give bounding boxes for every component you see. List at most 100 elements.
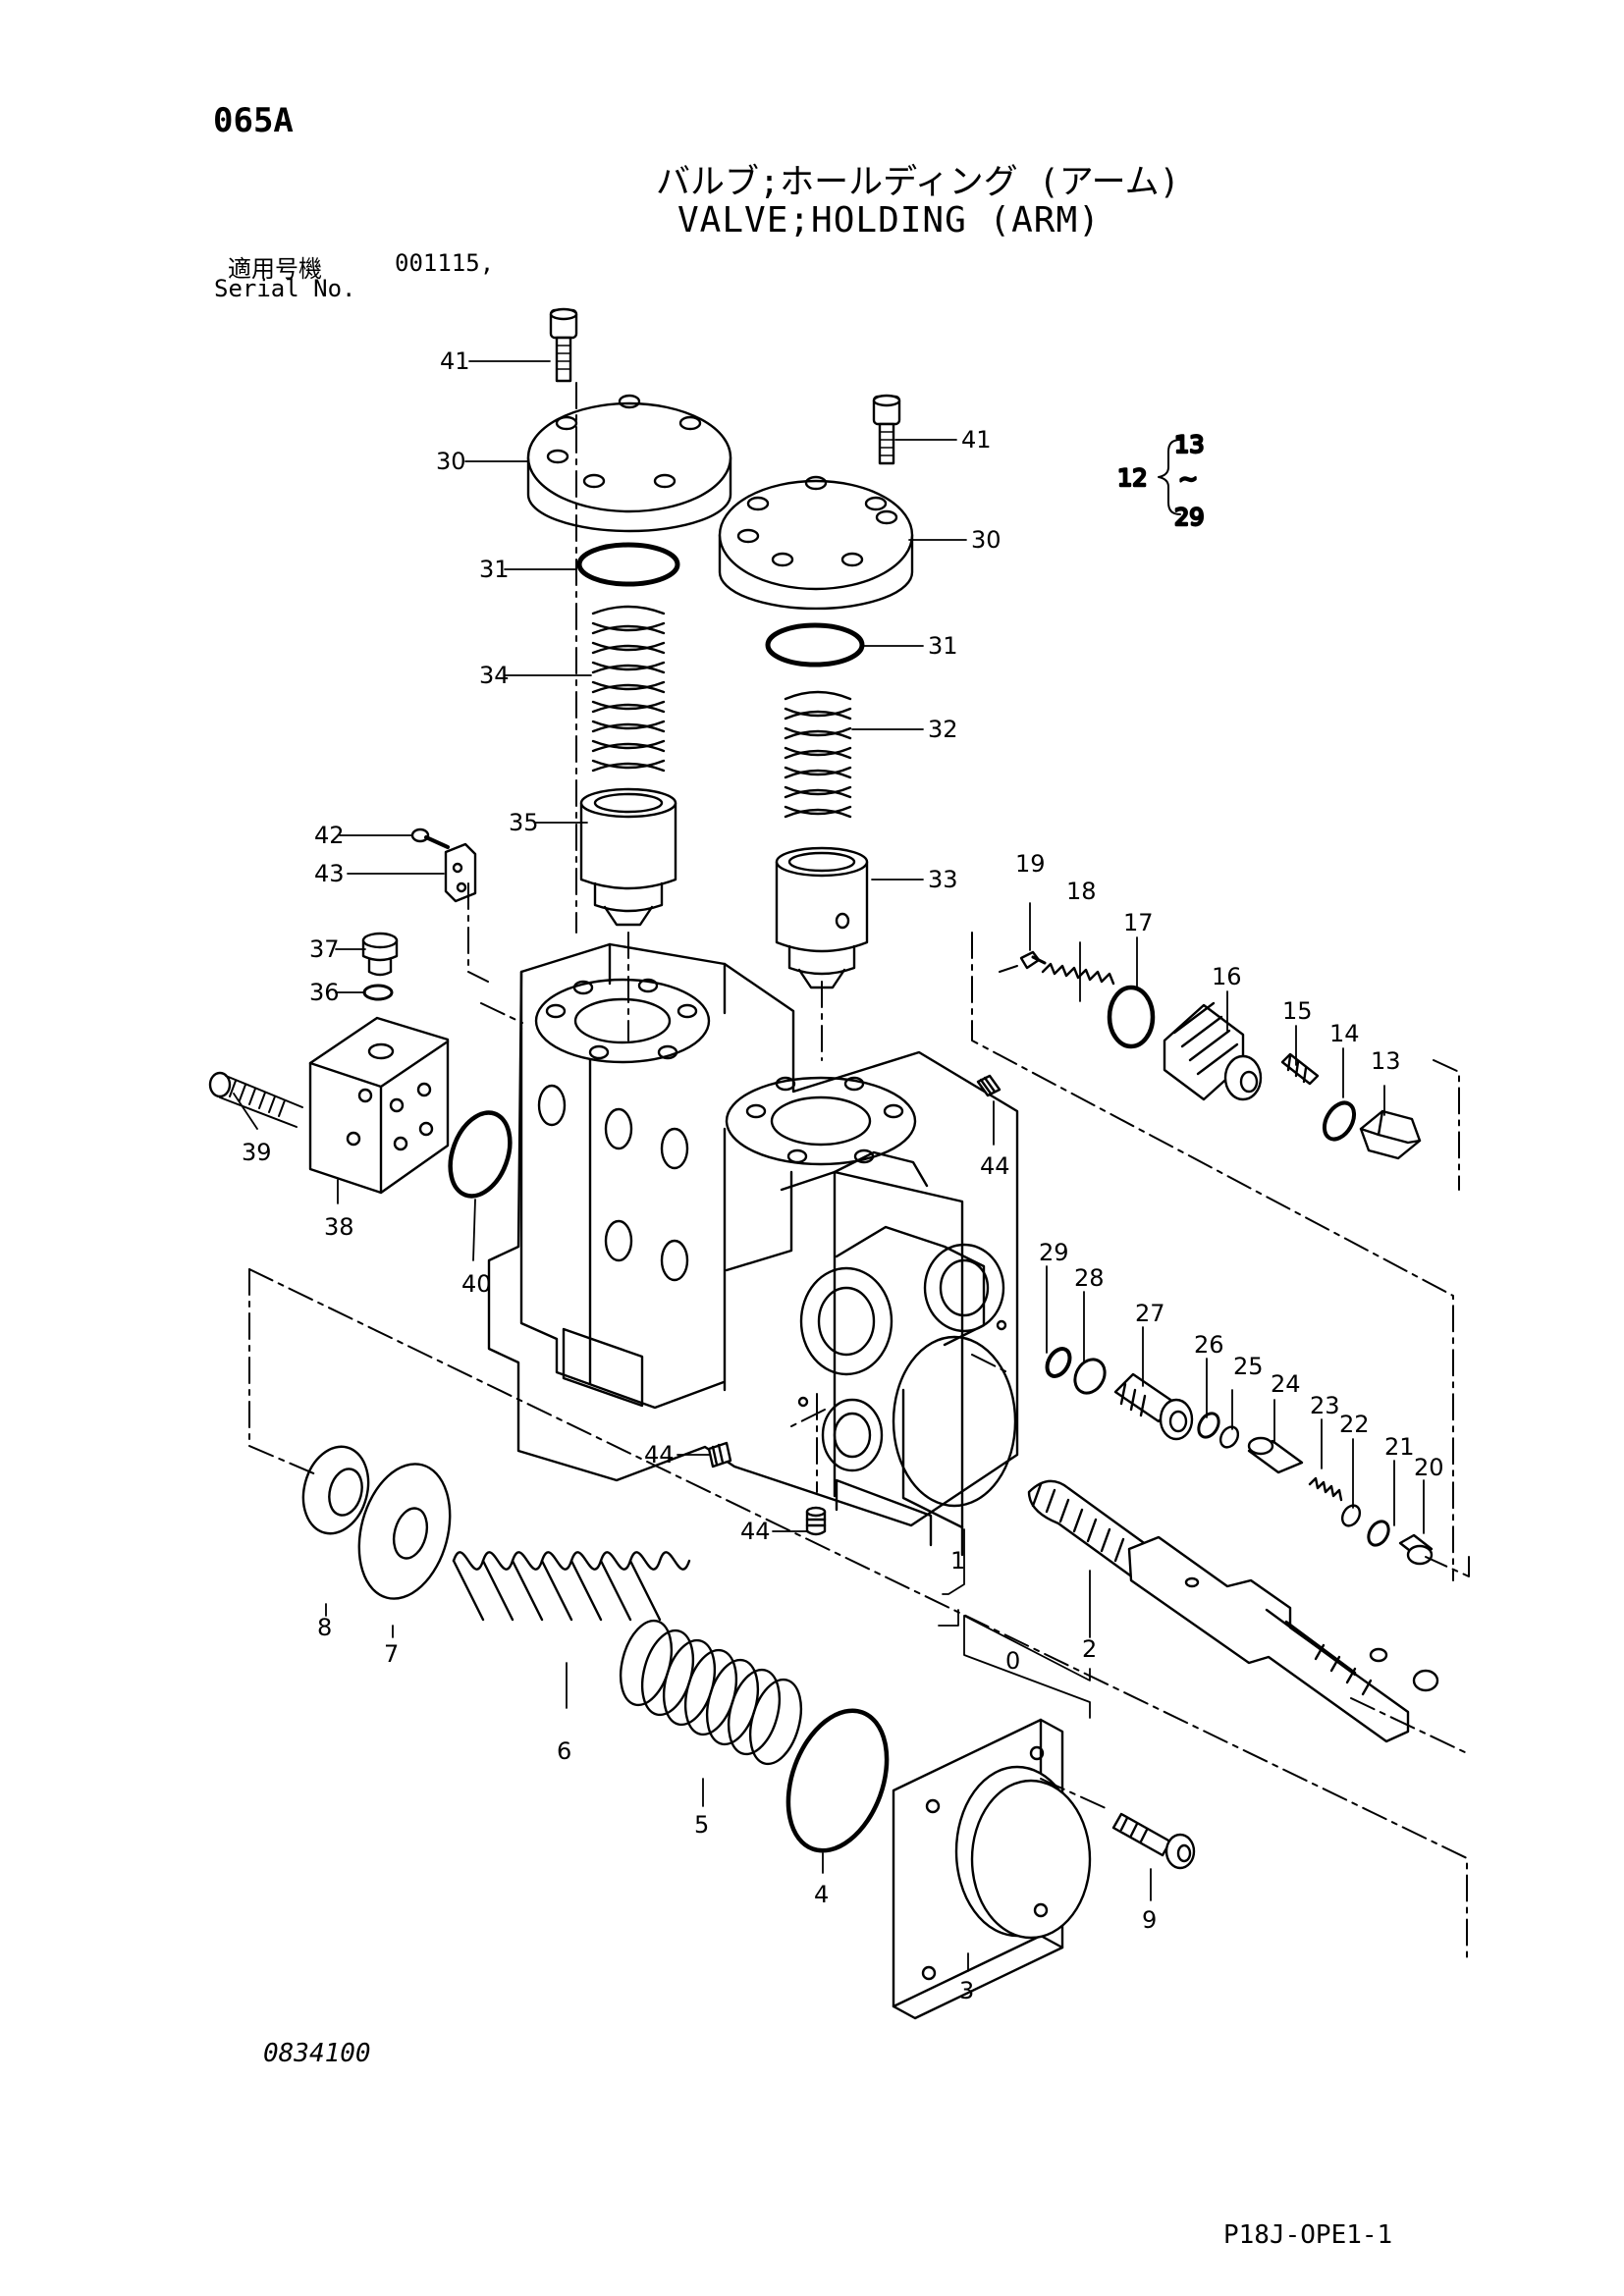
poppet-35 bbox=[579, 787, 677, 927]
drawing-number: 0834100 bbox=[263, 2039, 371, 2068]
title-japanese: バルブ;ホールディング (アーム) bbox=[656, 163, 1180, 202]
callout-label: 31 bbox=[928, 632, 958, 660]
spool-1 bbox=[1127, 1535, 1439, 1743]
spring-5 bbox=[619, 1619, 803, 1766]
plug-44-upper bbox=[976, 1074, 1001, 1097]
range-to: 29 bbox=[1174, 504, 1205, 531]
o-ring-21 bbox=[1367, 1520, 1390, 1547]
callout-label: 16 bbox=[1212, 963, 1242, 990]
callout-label: 33 bbox=[928, 866, 958, 893]
callout-label: 36 bbox=[309, 979, 340, 1006]
plug-15 bbox=[1280, 1052, 1320, 1086]
serial-label-japanese: 適用号機 bbox=[228, 255, 322, 283]
callout-label: 13 bbox=[1371, 1047, 1401, 1075]
pin-19 bbox=[1019, 950, 1047, 970]
serial-value: 001115, bbox=[395, 249, 495, 277]
callout-label: 22 bbox=[1339, 1411, 1370, 1438]
callout-label: 4 bbox=[814, 1881, 829, 1908]
plug-37 bbox=[361, 932, 399, 977]
callout-label: 9 bbox=[1142, 1906, 1157, 1934]
callout-label: 41 bbox=[961, 426, 992, 454]
cap-nut-13 bbox=[1359, 1109, 1422, 1160]
callout-label: 30 bbox=[971, 526, 1001, 554]
cap-screw-41-left bbox=[549, 307, 578, 383]
sleeve-24 bbox=[1247, 1436, 1304, 1474]
callout-label: 38 bbox=[324, 1213, 354, 1241]
callout-label: 1 bbox=[950, 1547, 965, 1575]
callout-label: 43 bbox=[314, 860, 345, 887]
callout-label: 32 bbox=[928, 716, 958, 743]
callout-label: 27 bbox=[1135, 1300, 1165, 1327]
callout-label: 28 bbox=[1074, 1264, 1105, 1292]
leader-lines bbox=[233, 360, 1425, 1972]
callout-label: 7 bbox=[384, 1640, 399, 1668]
callout-label: 42 bbox=[314, 822, 345, 849]
o-ring-26 bbox=[1197, 1412, 1220, 1439]
callout-label: 40 bbox=[461, 1270, 492, 1298]
callout-label: 44 bbox=[980, 1152, 1010, 1180]
plug-16 bbox=[1163, 1001, 1263, 1101]
callout-labels: 41 30 31 34 35 42 43 37 36 39 38 40 41 3… bbox=[242, 347, 1444, 2004]
callout-label: 25 bbox=[1233, 1353, 1264, 1380]
callout-label: 30 bbox=[436, 448, 466, 475]
o-ring-4 bbox=[785, 1708, 890, 1853]
callout-label: 8 bbox=[317, 1614, 332, 1641]
o-ring-29 bbox=[1045, 1347, 1072, 1378]
spring-32 bbox=[784, 690, 852, 819]
centre-lines bbox=[248, 382, 1470, 1963]
o-ring-17 bbox=[1107, 985, 1156, 1049]
callout-label: 3 bbox=[959, 1977, 974, 2004]
backup-ring-28 bbox=[1073, 1358, 1107, 1395]
callout-label: 31 bbox=[479, 556, 510, 583]
title-english: VALVE;HOLDING (ARM) bbox=[677, 200, 1101, 240]
ring-25 bbox=[1218, 1425, 1240, 1449]
plug-20 bbox=[1398, 1533, 1434, 1566]
callout-label: 41 bbox=[440, 347, 470, 375]
callout-label: 21 bbox=[1384, 1433, 1415, 1461]
block-38 bbox=[308, 1016, 450, 1195]
spring-6 bbox=[452, 1551, 691, 1622]
range-label: 12 bbox=[1117, 464, 1148, 492]
range-brace bbox=[1158, 439, 1181, 515]
flange-cover-30-left bbox=[526, 394, 732, 533]
washer-7 bbox=[357, 1463, 452, 1600]
callout-label: 0 bbox=[1005, 1647, 1020, 1675]
valve-27 bbox=[1113, 1372, 1194, 1441]
callout-label: 15 bbox=[1282, 997, 1313, 1025]
spring-18 bbox=[1041, 962, 1115, 986]
callout-label: 2 bbox=[1082, 1635, 1097, 1663]
o-ring-40 bbox=[448, 1110, 513, 1199]
cover-3 bbox=[892, 1718, 1092, 2020]
o-ring-14 bbox=[1322, 1100, 1357, 1142]
callout-label: 34 bbox=[479, 662, 510, 689]
callout-label: 20 bbox=[1414, 1454, 1444, 1481]
callout-label: 17 bbox=[1123, 909, 1154, 936]
spring-34 bbox=[591, 605, 666, 773]
range-from: 13 bbox=[1174, 431, 1205, 458]
screw-42 bbox=[410, 828, 450, 849]
callout-label: 26 bbox=[1194, 1331, 1224, 1359]
callout-label: 37 bbox=[309, 935, 340, 963]
callout-label: 29 bbox=[1039, 1239, 1069, 1266]
retainer-8 bbox=[301, 1445, 370, 1535]
callout-label: 19 bbox=[1015, 850, 1046, 878]
callout-label: 14 bbox=[1329, 1020, 1360, 1047]
sheet-reference: P18J-OPE1-1 bbox=[1223, 2220, 1393, 2250]
valve-body-main bbox=[487, 942, 1019, 1557]
bracket-plate-43 bbox=[444, 842, 477, 903]
callout-label: 5 bbox=[694, 1811, 709, 1839]
callout-label: 24 bbox=[1271, 1370, 1301, 1398]
o-ring-31-left bbox=[576, 542, 680, 587]
callout-label: 35 bbox=[509, 809, 539, 836]
page-code: 065A bbox=[213, 101, 294, 140]
o-ring-31-right bbox=[765, 622, 865, 667]
poppet-33 bbox=[775, 846, 869, 989]
ring-22 bbox=[1340, 1504, 1362, 1527]
callout-label: 18 bbox=[1066, 878, 1097, 905]
o-ring-36 bbox=[362, 984, 394, 1001]
bolt-39 bbox=[208, 1071, 303, 1128]
callout-label: 44 bbox=[740, 1518, 771, 1545]
bolt-9 bbox=[1111, 1812, 1196, 1870]
callout-label: 39 bbox=[242, 1139, 272, 1166]
